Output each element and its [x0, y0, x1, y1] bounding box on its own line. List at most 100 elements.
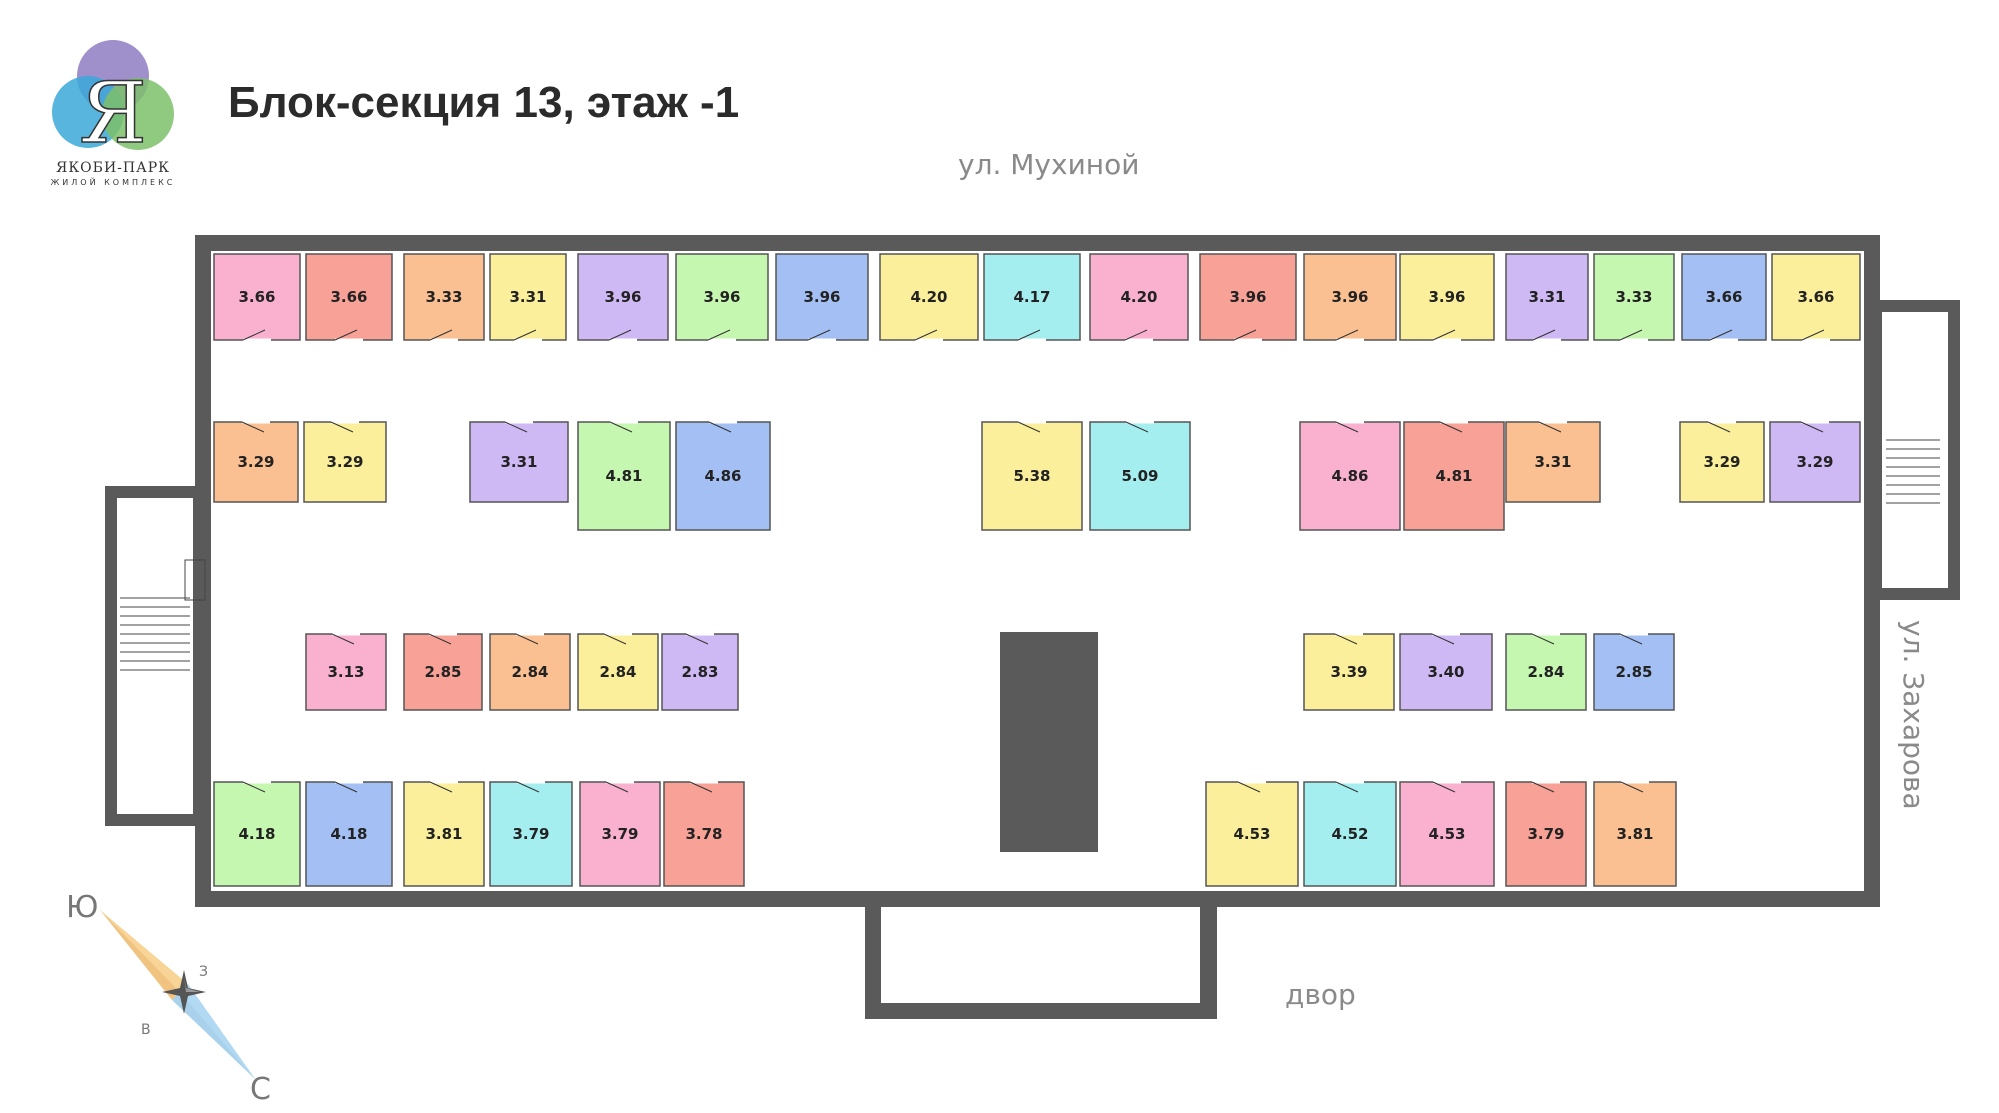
- door-swing: [1125, 421, 1149, 433]
- unit-area-label: 4.53: [1233, 825, 1270, 843]
- door-swing: [1531, 781, 1555, 793]
- unit-4[interactable]: 3.31: [489, 253, 567, 342]
- unit-2[interactable]: 3.66: [305, 253, 393, 342]
- unit-5[interactable]: 3.96: [577, 253, 669, 342]
- unit-18[interactable]: 3.29: [213, 420, 299, 503]
- unit-42[interactable]: 3.79: [489, 780, 573, 887]
- unit-area-label: 4.18: [330, 825, 367, 843]
- unit-29[interactable]: 3.29: [1769, 420, 1861, 503]
- unit-36[interactable]: 3.40: [1399, 632, 1493, 711]
- unit-fill: [1681, 253, 1767, 341]
- unit-16[interactable]: 3.66: [1681, 253, 1767, 342]
- unit-fill: [1505, 421, 1601, 503]
- unit-area-label: 3.79: [1527, 825, 1564, 843]
- unit-fill: [1303, 781, 1397, 887]
- unit-area-label: 3.66: [330, 288, 367, 306]
- logo-subtitle: ЖИЛОЙ КОМПЛЕКС: [50, 178, 176, 187]
- door-swing: [331, 633, 355, 645]
- unit-area-label: 3.40: [1427, 663, 1464, 681]
- unit-43[interactable]: 3.79: [579, 780, 661, 887]
- door-swing: [603, 633, 627, 645]
- unit-25[interactable]: 4.86: [1299, 420, 1401, 531]
- unit-30[interactable]: 3.13: [305, 632, 387, 711]
- unit-40[interactable]: 4.18: [305, 780, 393, 887]
- unit-21[interactable]: 4.81: [577, 420, 671, 531]
- unit-fill: [213, 781, 301, 887]
- unit-8[interactable]: 4.20: [879, 253, 979, 342]
- unit-49[interactable]: 3.81: [1593, 780, 1677, 887]
- unit-14[interactable]: 3.31: [1505, 253, 1589, 342]
- unit-13[interactable]: 3.96: [1399, 253, 1495, 342]
- unit-fill: [1679, 421, 1765, 503]
- unit-area-label: 4.17: [1013, 288, 1050, 306]
- door-swing: [1335, 781, 1359, 793]
- unit-1[interactable]: 3.66: [213, 253, 301, 342]
- unit-15[interactable]: 3.33: [1593, 253, 1675, 342]
- unit-7[interactable]: 3.96: [775, 253, 869, 342]
- unit-area-label: 4.52: [1331, 825, 1368, 843]
- unit-39[interactable]: 4.18: [213, 780, 301, 887]
- street-south-label: двор: [1285, 978, 1356, 1011]
- unit-11[interactable]: 3.96: [1199, 253, 1297, 342]
- unit-38[interactable]: 2.85: [1593, 632, 1675, 711]
- unit-37[interactable]: 2.84: [1505, 632, 1587, 711]
- unit-45[interactable]: 4.53: [1205, 780, 1299, 887]
- unit-area-label: 3.79: [601, 825, 638, 843]
- door-swing: [1233, 329, 1257, 341]
- unit-22[interactable]: 4.86: [675, 420, 771, 531]
- unit-area-label: 4.81: [605, 467, 642, 485]
- unit-fill: [1399, 253, 1495, 341]
- unit-10[interactable]: 4.20: [1089, 253, 1189, 342]
- unit-46[interactable]: 4.52: [1303, 780, 1397, 887]
- unit-24[interactable]: 5.09: [1089, 420, 1191, 531]
- logo-icon: Я: [52, 40, 174, 163]
- unit-fill: [1505, 633, 1587, 711]
- unit-area-label: 3.31: [1534, 453, 1571, 471]
- door-swing: [1620, 781, 1644, 793]
- unit-area-label: 3.31: [1528, 288, 1565, 306]
- stairs-and-core: [120, 439, 1940, 852]
- unit-area-label: 3.96: [604, 288, 641, 306]
- unit-fill: [1299, 421, 1401, 531]
- stair-left-area: [117, 498, 193, 814]
- unit-3[interactable]: 3.33: [403, 253, 485, 342]
- unit-fill: [1399, 781, 1495, 887]
- unit-31[interactable]: 2.85: [403, 632, 483, 711]
- door-swing: [1335, 329, 1359, 341]
- unit-41[interactable]: 3.81: [403, 780, 485, 887]
- door-swing: [605, 781, 629, 793]
- unit-17[interactable]: 3.66: [1771, 253, 1861, 342]
- unit-23[interactable]: 5.38: [981, 420, 1083, 531]
- unit-fill: [577, 421, 671, 531]
- unit-6[interactable]: 3.96: [675, 253, 769, 342]
- unit-44[interactable]: 3.78: [663, 780, 745, 887]
- door-swing: [807, 329, 831, 341]
- unit-26[interactable]: 4.81: [1403, 420, 1505, 531]
- unit-48[interactable]: 3.79: [1505, 780, 1587, 887]
- unit-area-label: 3.39: [1330, 663, 1367, 681]
- unit-9[interactable]: 4.17: [983, 253, 1081, 342]
- unit-19[interactable]: 3.29: [303, 420, 387, 503]
- unit-fill: [775, 253, 869, 341]
- unit-35[interactable]: 3.39: [1303, 632, 1395, 711]
- unit-34[interactable]: 2.83: [661, 632, 739, 711]
- unit-fill: [489, 633, 571, 711]
- unit-33[interactable]: 2.84: [577, 632, 659, 711]
- unit-fill: [579, 781, 661, 887]
- unit-20[interactable]: 3.31: [469, 420, 569, 503]
- unit-fill: [403, 253, 485, 341]
- unit-47[interactable]: 4.53: [1399, 780, 1495, 887]
- unit-12[interactable]: 3.96: [1303, 253, 1397, 342]
- door-swing: [1124, 329, 1148, 341]
- unit-27[interactable]: 3.31: [1505, 420, 1601, 503]
- unit-area-label: 3.31: [500, 453, 537, 471]
- unit-area-label: 3.78: [685, 825, 722, 843]
- unit-32[interactable]: 2.84: [489, 632, 571, 711]
- unit-area-label: 4.81: [1435, 467, 1472, 485]
- unit-28[interactable]: 3.29: [1679, 420, 1765, 503]
- unit-fill: [1505, 781, 1587, 887]
- door-swing: [1431, 633, 1455, 645]
- door-swing: [334, 329, 358, 341]
- door-swing: [1707, 421, 1731, 433]
